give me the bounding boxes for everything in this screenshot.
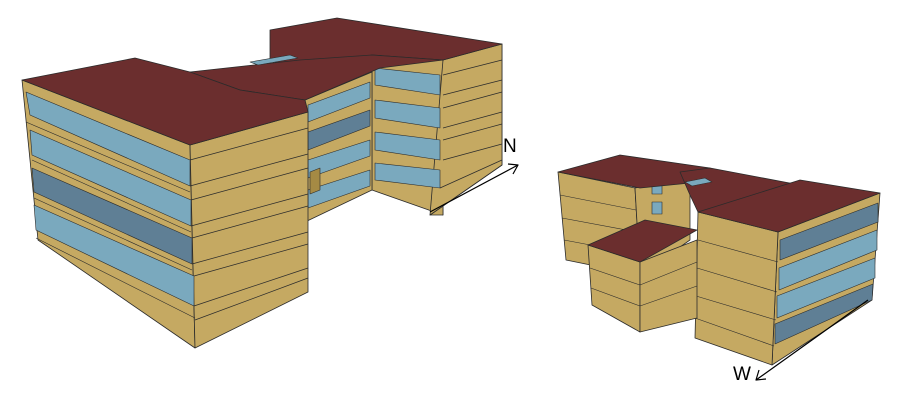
building-west-view: W: [557, 154, 881, 385]
roof-front-wing: [21, 57, 309, 146]
connector-section: [304, 71, 373, 223]
north-label: N: [503, 136, 517, 157]
front-wing: [21, 79, 309, 349]
back-wing: [371, 43, 503, 216]
north-arrow: N: [429, 136, 519, 213]
window-band: [374, 99, 441, 129]
window-small: [651, 201, 663, 215]
roof-low-block: [587, 219, 698, 263]
skylight: [684, 177, 713, 187]
window-band: [776, 257, 876, 319]
roof: [21, 17, 503, 146]
window-band: [774, 283, 874, 345]
window-band: [779, 202, 879, 261]
west-label: W: [733, 364, 751, 385]
west-arrow: W: [733, 299, 869, 385]
roof-main-right: [697, 179, 881, 233]
low-block-side-wall: [639, 239, 698, 333]
front-wing-end-wall: [189, 111, 309, 349]
window-band: [374, 131, 441, 161]
skylight: [249, 54, 299, 66]
building-north-view: N: [21, 17, 519, 349]
door-panel: [309, 167, 321, 195]
window-band: [374, 67, 441, 96]
window-band: [778, 229, 878, 291]
